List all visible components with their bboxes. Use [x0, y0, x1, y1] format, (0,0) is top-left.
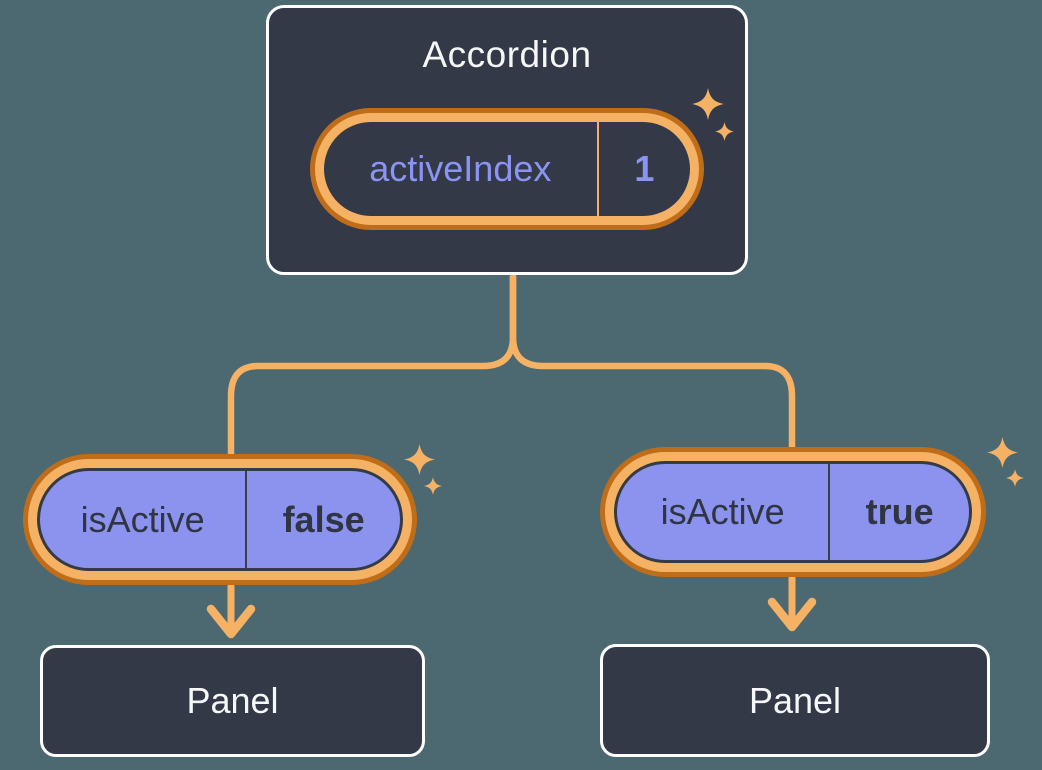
left-prop-pill-body: isActive false [37, 468, 403, 571]
left-prop-pill-ring: isActive false [28, 459, 412, 580]
right-prop-name-label: isActive [660, 491, 785, 532]
left-prop-name-label: isActive [80, 498, 205, 540]
sparkle-icon [404, 444, 435, 475]
arrow-left-head [206, 604, 256, 639]
sparkle-icon [715, 122, 734, 141]
right-prop-pill-body: isActive true [614, 461, 972, 563]
sparkle-icon [1006, 469, 1024, 487]
left-prop-value-label: false [282, 498, 365, 540]
state-pill-ring: activeIndex 1 [315, 113, 699, 225]
right-prop-pill-divider [828, 464, 831, 560]
right-prop-pill: isActive true [600, 447, 986, 577]
connector-branch-left [227, 273, 517, 460]
state-value-label: 1 [634, 148, 655, 189]
left-panel-box: Panel [40, 645, 425, 757]
right-panel-box: Panel [600, 644, 990, 757]
accordion-state-pill: activeIndex 1 [310, 108, 704, 230]
right-prop-value-label: true [865, 491, 934, 532]
sparkle-icon [692, 88, 724, 120]
right-prop-pill-ring: isActive true [605, 452, 981, 572]
left-prop-pill: isActive false [23, 454, 417, 585]
sparkle-icon [987, 437, 1018, 468]
connector-branch-right [509, 273, 796, 453]
left-prop-pill-divider [245, 471, 248, 568]
arrow-right-head [767, 597, 817, 632]
sparkle-icon [424, 477, 442, 495]
state-pill-divider [596, 122, 599, 216]
accordion-title: Accordion [422, 34, 592, 75]
state-pill-body: activeIndex 1 [324, 122, 690, 216]
accordion-component-box: Accordion activeIndex 1 [266, 5, 748, 275]
state-name-label: activeIndex [369, 148, 552, 189]
